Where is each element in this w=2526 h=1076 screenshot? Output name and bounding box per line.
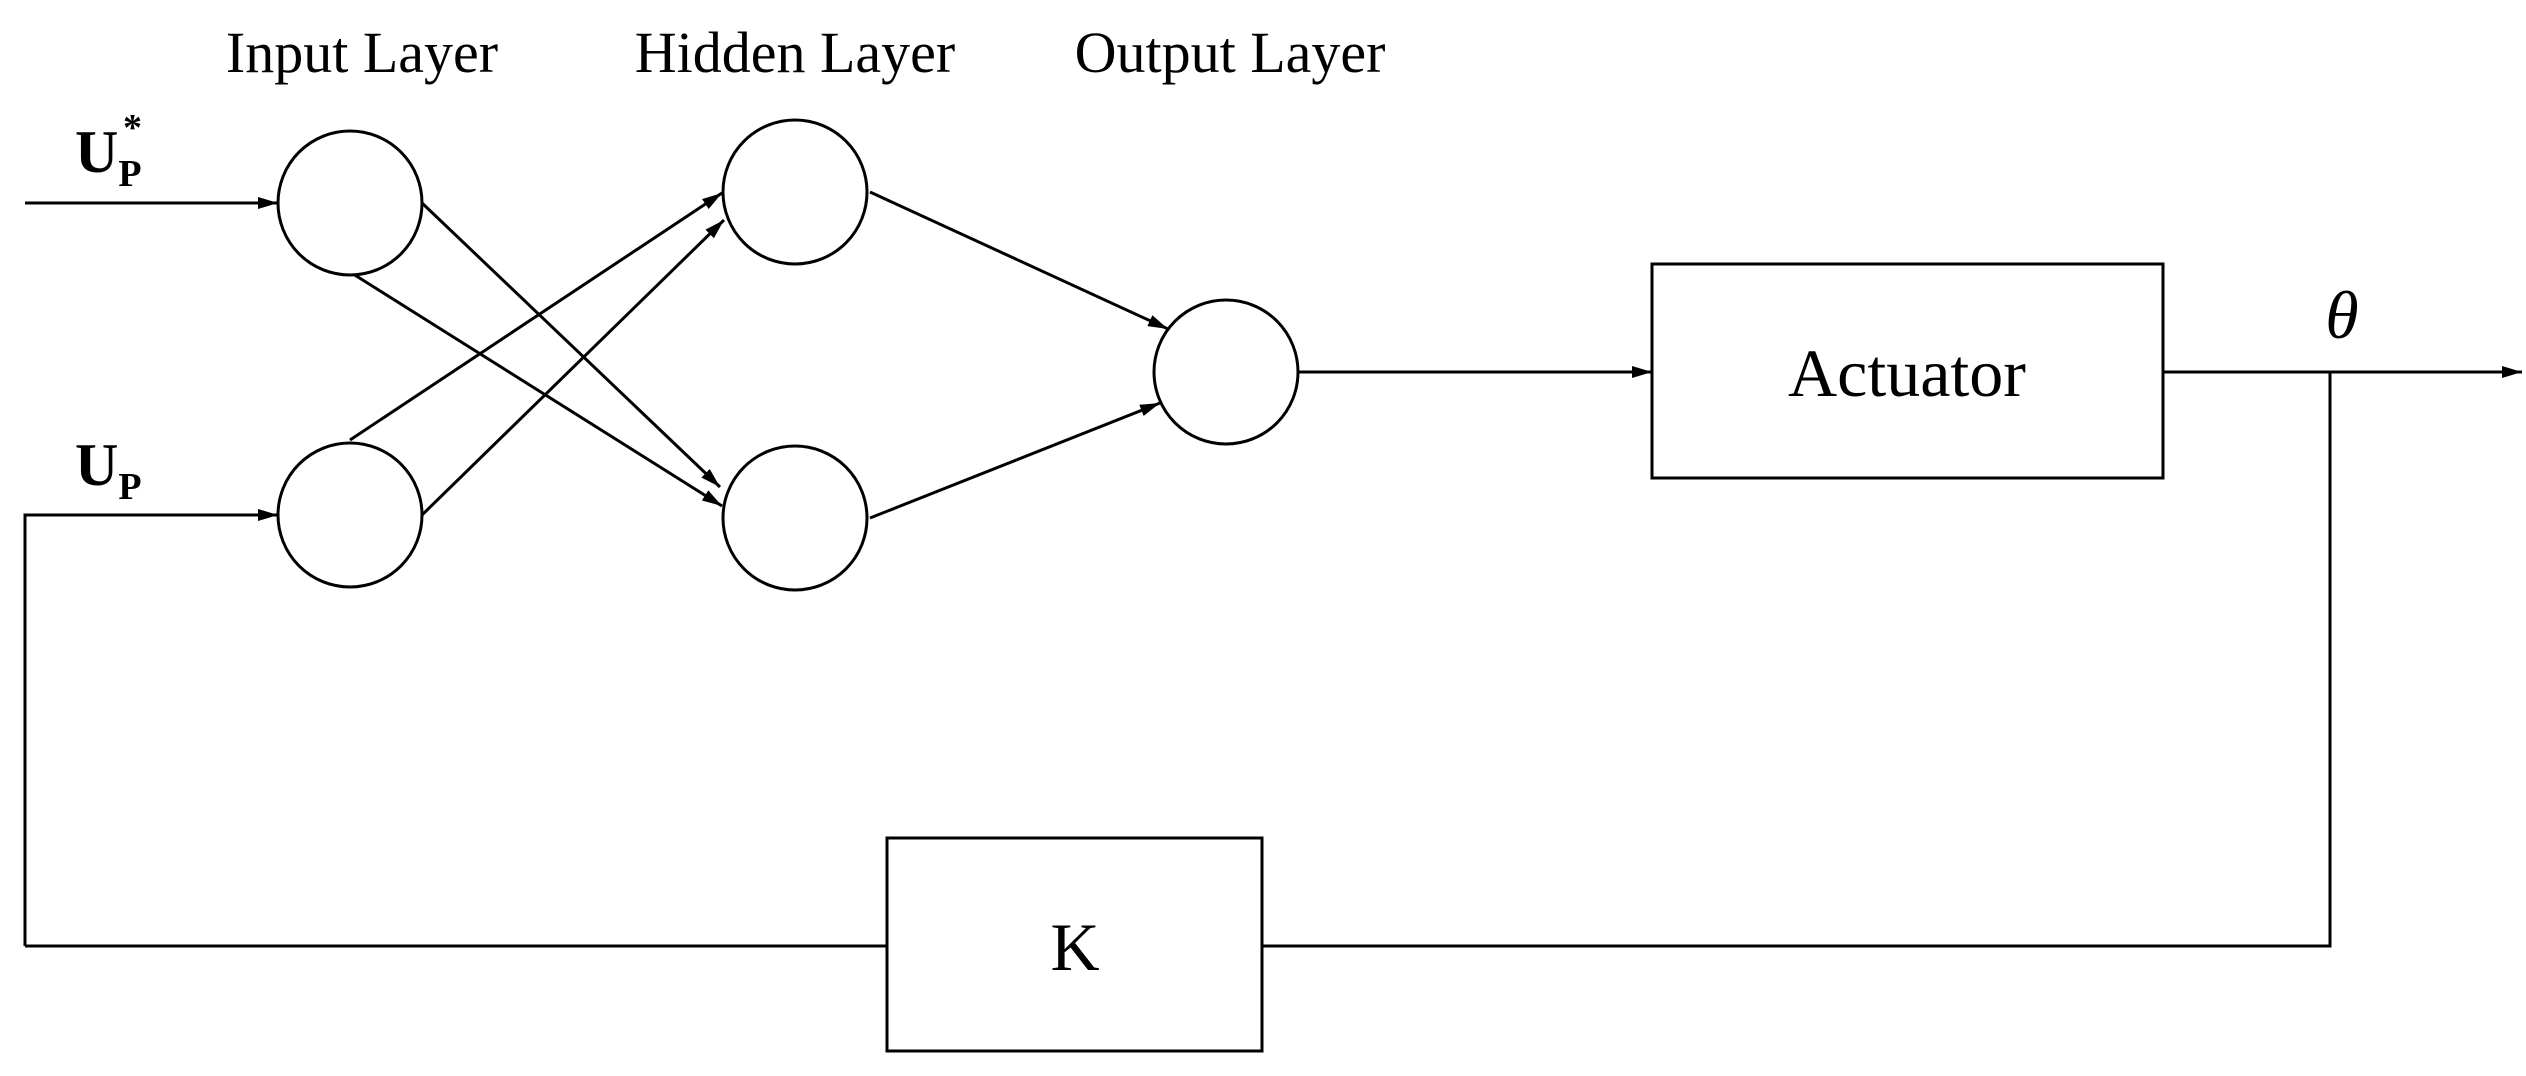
hidden-layer-title: Hidden Layer (635, 20, 955, 85)
hidden-neuron-2 (721, 444, 869, 592)
weight-in1-hid2 (420, 201, 722, 489)
weight-in2-hid1 (349, 191, 723, 442)
input-neuron-1 (276, 129, 424, 277)
weight-in2-hid1-b (420, 218, 726, 517)
output-neuron (1152, 298, 1300, 446)
reference-signal-sub: P (118, 153, 141, 195)
hidden-neuron-1 (721, 118, 869, 266)
reference-signal-label: UP (75, 119, 142, 195)
weight-hid2-out (869, 401, 1161, 520)
feedback-input-arrow (23, 509, 278, 946)
output-signal-theta: θ (2325, 277, 2358, 353)
input-neuron-2 (276, 441, 424, 589)
actuator-label: Actuator (1788, 335, 2026, 411)
gain-block (885, 836, 1264, 1053)
feedback-wire-right (1262, 372, 2332, 948)
feedback-signal-main: U (75, 432, 118, 498)
gain-label: K (1050, 909, 1099, 985)
actuator-block (1650, 262, 2165, 480)
reference-signal-main: U (75, 119, 118, 185)
feedback-signal-sub: P (118, 466, 141, 508)
reference-signal-sup: * (123, 107, 142, 149)
weight-hid1-out (869, 190, 1169, 331)
weight-in1-hid2-b (349, 270, 723, 508)
output-layer-title: Output Layer (1075, 20, 1386, 85)
feedback-signal-label: UP (75, 432, 142, 508)
input-layer-title: Input Layer (226, 20, 498, 85)
